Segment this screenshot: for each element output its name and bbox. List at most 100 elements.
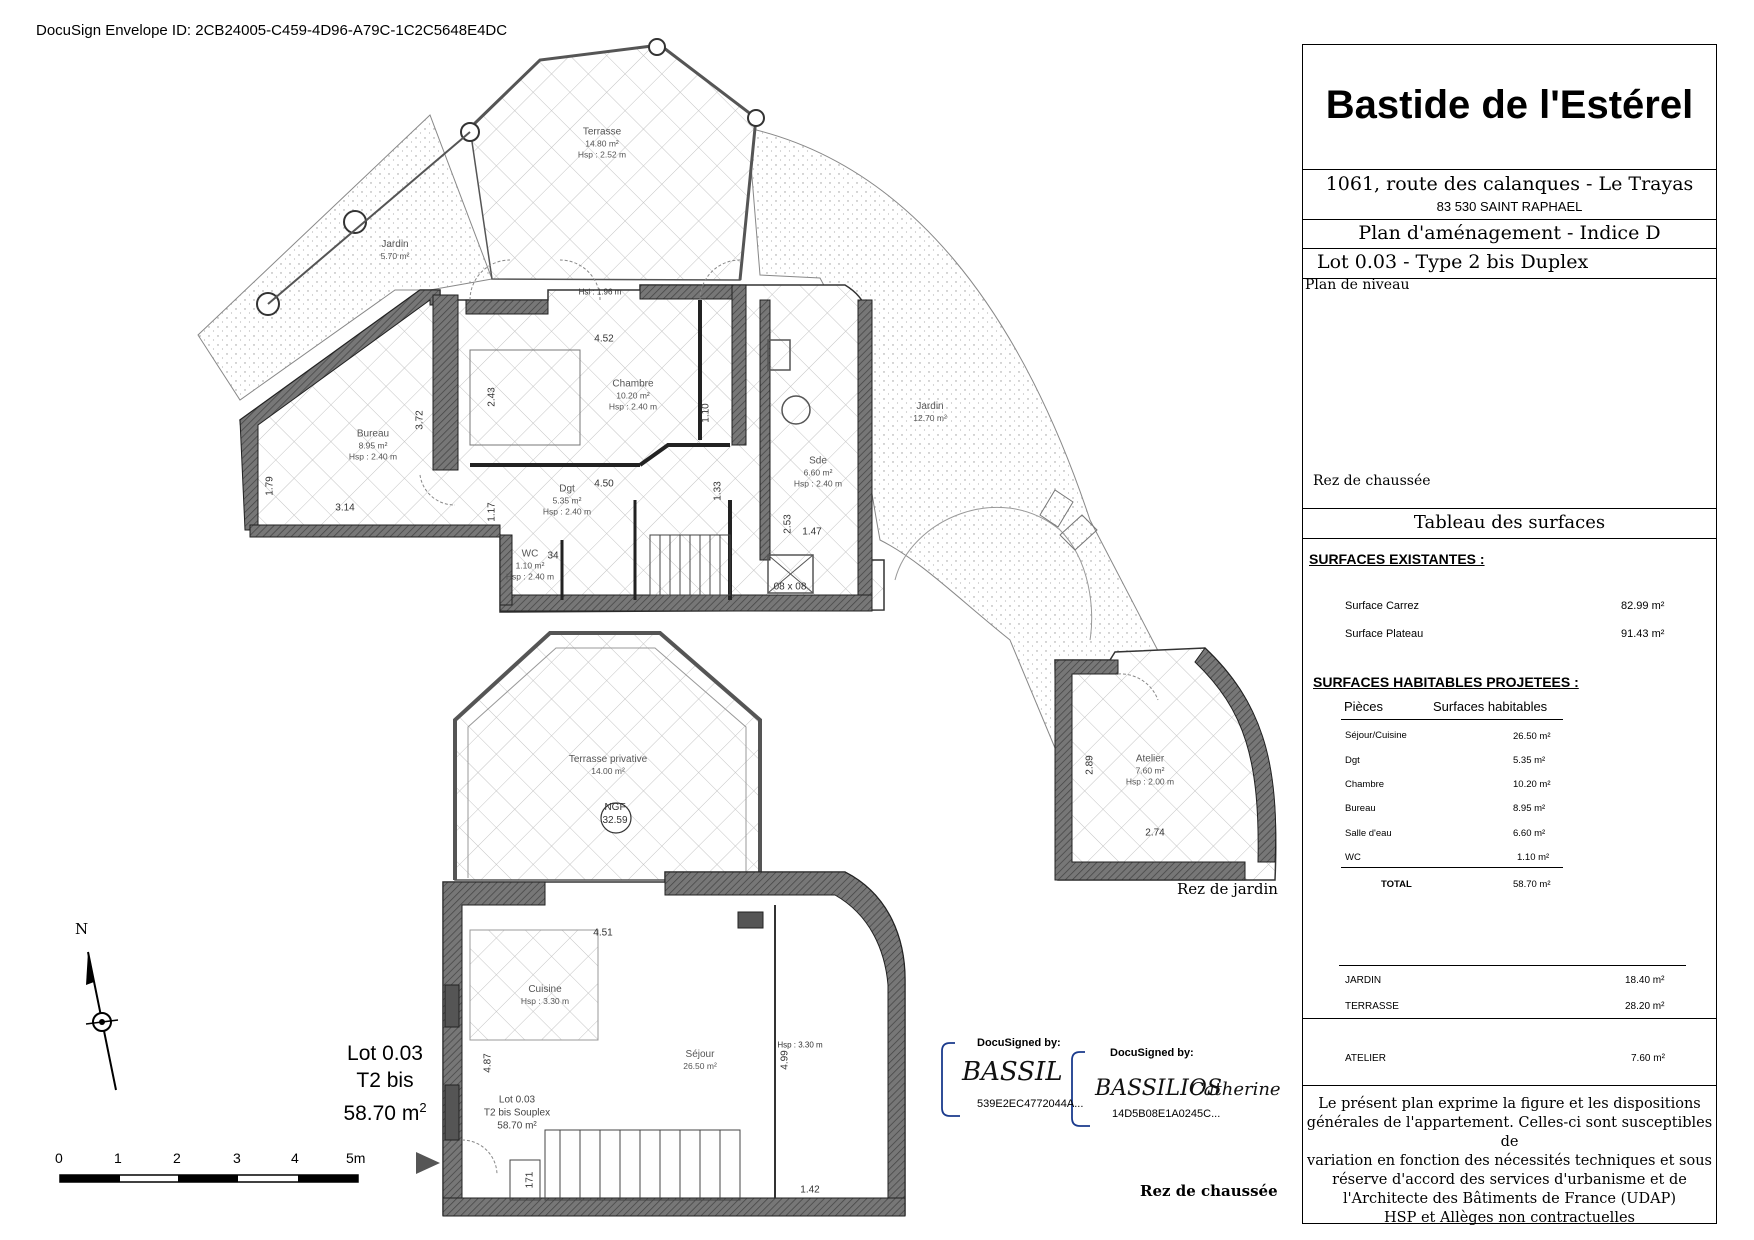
lot-summary-line3: 58.70 m2 xyxy=(343,1100,427,1125)
plan-title: Plan d'aménagement - Indice D xyxy=(1358,222,1661,244)
room-name: Bureau xyxy=(1345,803,1376,814)
address-line1: 1061, route des calanques - Le Trayas xyxy=(1325,173,1694,195)
column xyxy=(747,109,765,127)
scale-label: 2 xyxy=(173,1150,181,1166)
wall xyxy=(759,299,771,561)
title-block: Bastide de l'Estérel 1061, route des cal… xyxy=(1302,44,1717,1226)
staircase-upper xyxy=(649,534,731,596)
disclaimer: Le présent plan exprime la figure et les… xyxy=(1303,1095,1716,1228)
entry-arrow xyxy=(416,1152,440,1174)
title-row: Bastide de l'Estérel xyxy=(1303,45,1716,170)
shower-tray xyxy=(767,554,814,594)
column xyxy=(343,210,367,234)
dim: 1.42 xyxy=(800,1184,820,1196)
wall xyxy=(465,299,549,315)
dim: 2.53 xyxy=(782,514,794,534)
signature-id-2: 14D5B08E1A0245C... xyxy=(1112,1108,1221,1120)
existing-value: 91.43 m² xyxy=(1621,628,1665,640)
existing-label: Surface Carrez xyxy=(1345,600,1419,612)
room-name: Salle d'eau xyxy=(1345,828,1392,839)
signature-scribble-1: BASSIL xyxy=(961,1057,1063,1087)
washbasin xyxy=(781,395,811,425)
scale-label: 4 xyxy=(291,1150,299,1166)
lot-summary: Lot 0.03 T2 bis 58.70 m2 xyxy=(337,1040,433,1127)
address-row: 1061, route des calanques - Le Trayas 83… xyxy=(1303,170,1716,220)
dim: 1.17 xyxy=(486,502,498,522)
label-rez-de-chaussee-lower: Rez de chaussée xyxy=(1140,1182,1278,1200)
dim: 34 xyxy=(547,550,559,562)
exterior-value: 28.20 m² xyxy=(1625,1001,1665,1012)
tableau-title: Tableau des surfaces xyxy=(1413,512,1606,533)
signature-label-2: DocuSigned by: xyxy=(1110,1047,1194,1059)
dim: 2.43 xyxy=(486,387,498,407)
dim: 1.47 xyxy=(802,526,822,538)
dim: 3.72 xyxy=(414,410,426,430)
col-pieces: Pièces xyxy=(1344,699,1384,714)
north-label: N xyxy=(75,920,89,938)
project-title: Bastide de l'Estérel xyxy=(1325,83,1694,127)
surfaces-section: SURFACES EXISTANTES : Surface Carrez 82.… xyxy=(1303,539,1716,1019)
wall xyxy=(857,299,873,611)
existing-label: Surface Plateau xyxy=(1345,628,1424,640)
signature-id-1: 539E2EC4772044A... xyxy=(977,1098,1084,1110)
signature-scribble-2: BASSILIOS xyxy=(1094,1076,1222,1101)
lot-title-row: Lot 0.03 - Type 2 bis Duplex xyxy=(1303,249,1716,279)
label-hsl: Hsl : 1.96 m xyxy=(578,287,622,297)
room-name: WC xyxy=(1345,852,1361,863)
rooms-table: Pièces Surfaces habitables Séjour/Cuisin… xyxy=(1341,699,1563,879)
rez-de-chaussee-key-label: Rez de chaussée xyxy=(1313,473,1431,489)
existing-heading: SURFACES EXISTANTES : xyxy=(1309,551,1485,567)
exterior-name: ATELIER xyxy=(1345,1053,1386,1064)
dim: 2.74 xyxy=(1145,827,1165,839)
room-value: 8.95 m² xyxy=(1513,803,1546,814)
exterior-value: 18.40 m² xyxy=(1625,975,1665,986)
room-value: 6.60 m² xyxy=(1513,828,1546,839)
wall xyxy=(499,534,513,606)
dim: 171 xyxy=(524,1171,536,1189)
col-surfaces: Surfaces habitables xyxy=(1433,699,1548,714)
wall xyxy=(731,284,747,446)
room-value: 1.10 m² xyxy=(1517,852,1550,863)
lower-apartment-floor xyxy=(442,871,906,1216)
label-hsp-sejour: Hsp : 3.30 m xyxy=(777,1040,823,1050)
dim: 4.87 xyxy=(482,1053,494,1073)
exterior-name: JARDIN xyxy=(1345,975,1382,986)
exterior-name: TERRASSE xyxy=(1345,1001,1399,1012)
disclaimer-line: HSP et Allèges non contractuelles xyxy=(1384,1210,1635,1226)
exterior-value: 7.60 m² xyxy=(1631,1053,1665,1064)
north-compass xyxy=(85,951,119,1091)
column xyxy=(648,38,666,56)
room-value: 5.35 m² xyxy=(1513,755,1546,766)
svg-text:Catherine: Catherine xyxy=(1190,1079,1281,1100)
scale-label: 1 xyxy=(114,1150,122,1166)
room-name: Chambre xyxy=(1345,779,1385,790)
scale-bar xyxy=(59,1174,359,1183)
total-value: 58.70 m² xyxy=(1513,879,1551,890)
dim: 4.51 xyxy=(593,927,613,939)
key-plan-row: Plan de niveau Rez de chaussée xyxy=(1303,277,1716,509)
scale-label: 0 xyxy=(55,1150,63,1166)
wall xyxy=(249,524,501,538)
lot-title: Lot 0.03 - Type 2 bis Duplex xyxy=(1317,251,1589,273)
signature-label-1: DocuSigned by: xyxy=(977,1037,1061,1049)
total-label: TOTAL xyxy=(1381,879,1412,890)
scale-label: 3 xyxy=(233,1150,241,1166)
dim: 1.10 xyxy=(700,403,712,423)
disclaimer-line: l'Architecte des Bâtiments de France (UD… xyxy=(1342,1191,1677,1207)
staircase-lower xyxy=(544,1129,741,1201)
disclaimer-line: Le présent plan exprime la figure et les… xyxy=(1318,1096,1701,1112)
room-name: Dgt xyxy=(1345,755,1360,766)
wall xyxy=(499,594,873,612)
